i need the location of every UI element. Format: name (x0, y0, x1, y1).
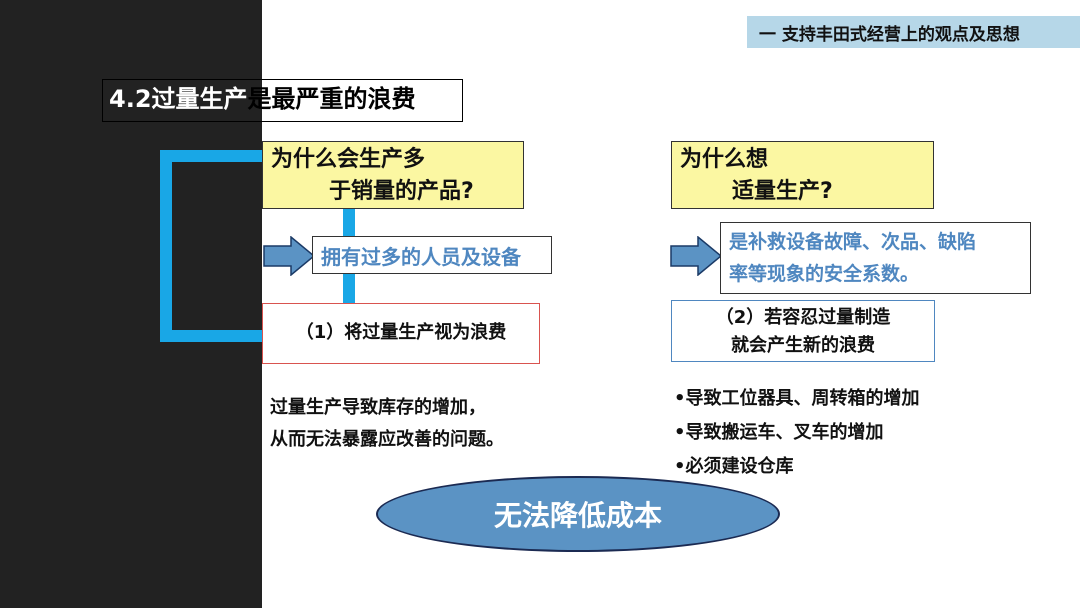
bracket-top (160, 150, 262, 162)
right-point-line1: （2）若容忍过量制造 (715, 307, 891, 328)
right-answer-box: 是补救设备故障、次品、缺陷 率等现象的安全系数。 (720, 222, 1031, 294)
left-question-line2: 于销量的产品? (329, 179, 474, 204)
page-title: 4.2过量生产是最严重的浪费 (102, 79, 463, 122)
left-question-box: 为什么会生产多 于销量的产品? (262, 141, 524, 209)
right-question-line2: 适量生产? (732, 179, 833, 204)
right-bullet-1: •导致工位器具、周转箱的增加 (674, 388, 920, 409)
left-explanation-line2: 从而无法暴露应改善的问题。 (270, 429, 504, 450)
left-question-line1: 为什么会生产多 (271, 147, 426, 172)
section-header-tag: 一 支持丰田式经营上的观点及思想 (747, 16, 1080, 48)
left-answer-box: 拥有过多的人员及设备 (312, 236, 552, 274)
left-answer-text: 拥有过多的人员及设备 (321, 245, 521, 269)
left-point-box: （1）将过量生产视为浪费 (262, 303, 540, 364)
right-point-box: （2）若容忍过量制造 就会产生新的浪费 (671, 300, 935, 362)
right-answer-line1: 是补救设备故障、次品、缺陷 (729, 231, 977, 253)
right-arrow-icon (670, 236, 722, 276)
dark-side-panel (0, 0, 262, 608)
left-explanation: 过量生产导致库存的增加， 从而无法暴露应改善的问题。 (270, 392, 504, 456)
page-title-part2: 是最严重的浪费 (247, 85, 416, 113)
right-question-line1: 为什么想 (680, 147, 769, 172)
right-bullet-2: •导致搬运车、叉车的增加 (674, 422, 884, 443)
left-point-text: （1）将过量生产视为浪费 (295, 322, 507, 343)
right-bullet-list: •导致工位器具、周转箱的增加 •导致搬运车、叉车的增加 •必须建设仓库 (674, 382, 920, 484)
right-question-box: 为什么想 适量生产? (671, 141, 934, 209)
right-bullet-3: •必须建设仓库 (674, 456, 794, 477)
right-point-line2: 就会产生新的浪费 (731, 335, 875, 356)
conclusion-text: 无法降低成本 (493, 499, 662, 532)
bracket-left (160, 150, 172, 340)
left-arrow-icon (263, 236, 315, 276)
page-title-part1: 4.2过量生产 (109, 85, 248, 113)
right-answer-line2: 率等现象的安全系数。 (729, 263, 920, 285)
conclusion-ellipse: 无法降低成本 (376, 476, 780, 552)
left-explanation-line1: 过量生产导致库存的增加， (270, 397, 486, 418)
